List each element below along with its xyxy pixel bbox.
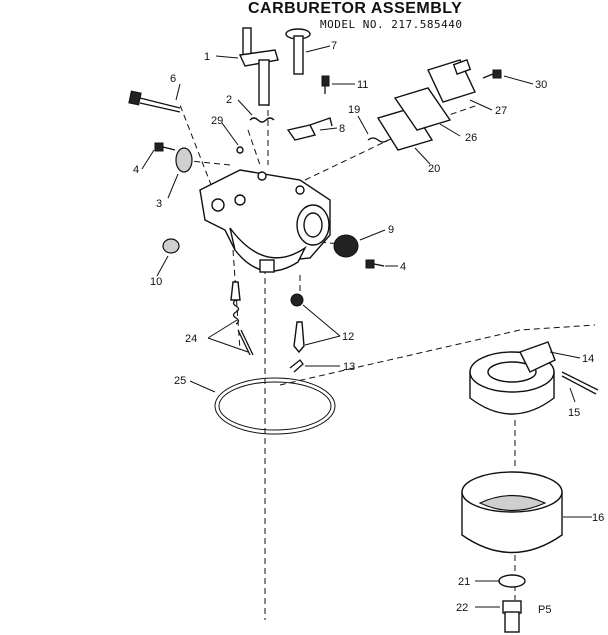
callout-14: 14 [582, 353, 594, 365]
callout-4-right: 4 [400, 261, 406, 273]
part-gasket-spring [367, 137, 389, 143]
callout-12: 12 [342, 331, 354, 343]
part-screw-right [365, 259, 385, 269]
part-clip [289, 359, 304, 373]
callout-2: 2 [226, 94, 232, 106]
callout-15: 15 [568, 407, 580, 419]
callout-10: 10 [150, 276, 162, 288]
callout-21: 21 [458, 576, 470, 588]
callout-9: 9 [388, 224, 394, 236]
page-code: P5 [538, 604, 551, 616]
callout-19: 19 [348, 104, 360, 116]
callout-27: 27 [495, 105, 507, 117]
part-bowl-nut [502, 600, 522, 633]
callout-4-left: 4 [133, 164, 139, 176]
part-hinge-pin [561, 371, 599, 395]
part-throttle-shaft [238, 27, 279, 106]
callout-22: 22 [456, 602, 468, 614]
callout-20: 20 [428, 163, 440, 175]
part-diaphragm [393, 87, 452, 131]
callout-30: 30 [535, 79, 547, 91]
callout-16: 16 [592, 512, 604, 524]
callout-1: 1 [204, 51, 210, 63]
callout-labels: 1 7 6 2 29 11 8 19 4 3 9 4 10 20 26 27 3… [133, 40, 604, 616]
part-washer [498, 574, 526, 588]
diagram-title: CARBURETOR ASSEMBLY [248, 0, 463, 17]
part-needle-valve [230, 281, 254, 356]
part-float [469, 341, 556, 415]
part-throttle-plate [333, 234, 359, 258]
part-spring [249, 117, 275, 123]
callout-leader-lines [141, 45, 592, 608]
callout-24: 24 [185, 333, 197, 345]
part-11-screw [321, 75, 330, 94]
callout-13: 13 [343, 361, 355, 373]
part-29-ball [236, 146, 244, 154]
part-screw-left [154, 142, 176, 152]
callout-26: 26 [465, 132, 477, 144]
callout-11: 11 [357, 79, 368, 91]
callout-8: 8 [339, 123, 345, 135]
callout-3: 3 [156, 198, 162, 210]
part-float-bowl [461, 471, 563, 554]
part-welch-plug [162, 238, 180, 254]
part-choke-plate [175, 147, 193, 173]
part-bracket [286, 117, 333, 141]
part-30-screw [482, 69, 502, 79]
part-choke-shaft [285, 28, 311, 75]
part-inlet-needle-seat [290, 293, 305, 354]
part-long-screw [128, 90, 181, 113]
callout-29: 29 [211, 115, 223, 127]
model-number: MODEL NO. 217.585440 [320, 18, 463, 31]
part-bowl-gasket [214, 377, 336, 435]
callout-25: 25 [174, 375, 186, 387]
carburetor-body [199, 169, 331, 273]
callout-7: 7 [331, 40, 337, 52]
callout-6: 6 [170, 73, 176, 85]
